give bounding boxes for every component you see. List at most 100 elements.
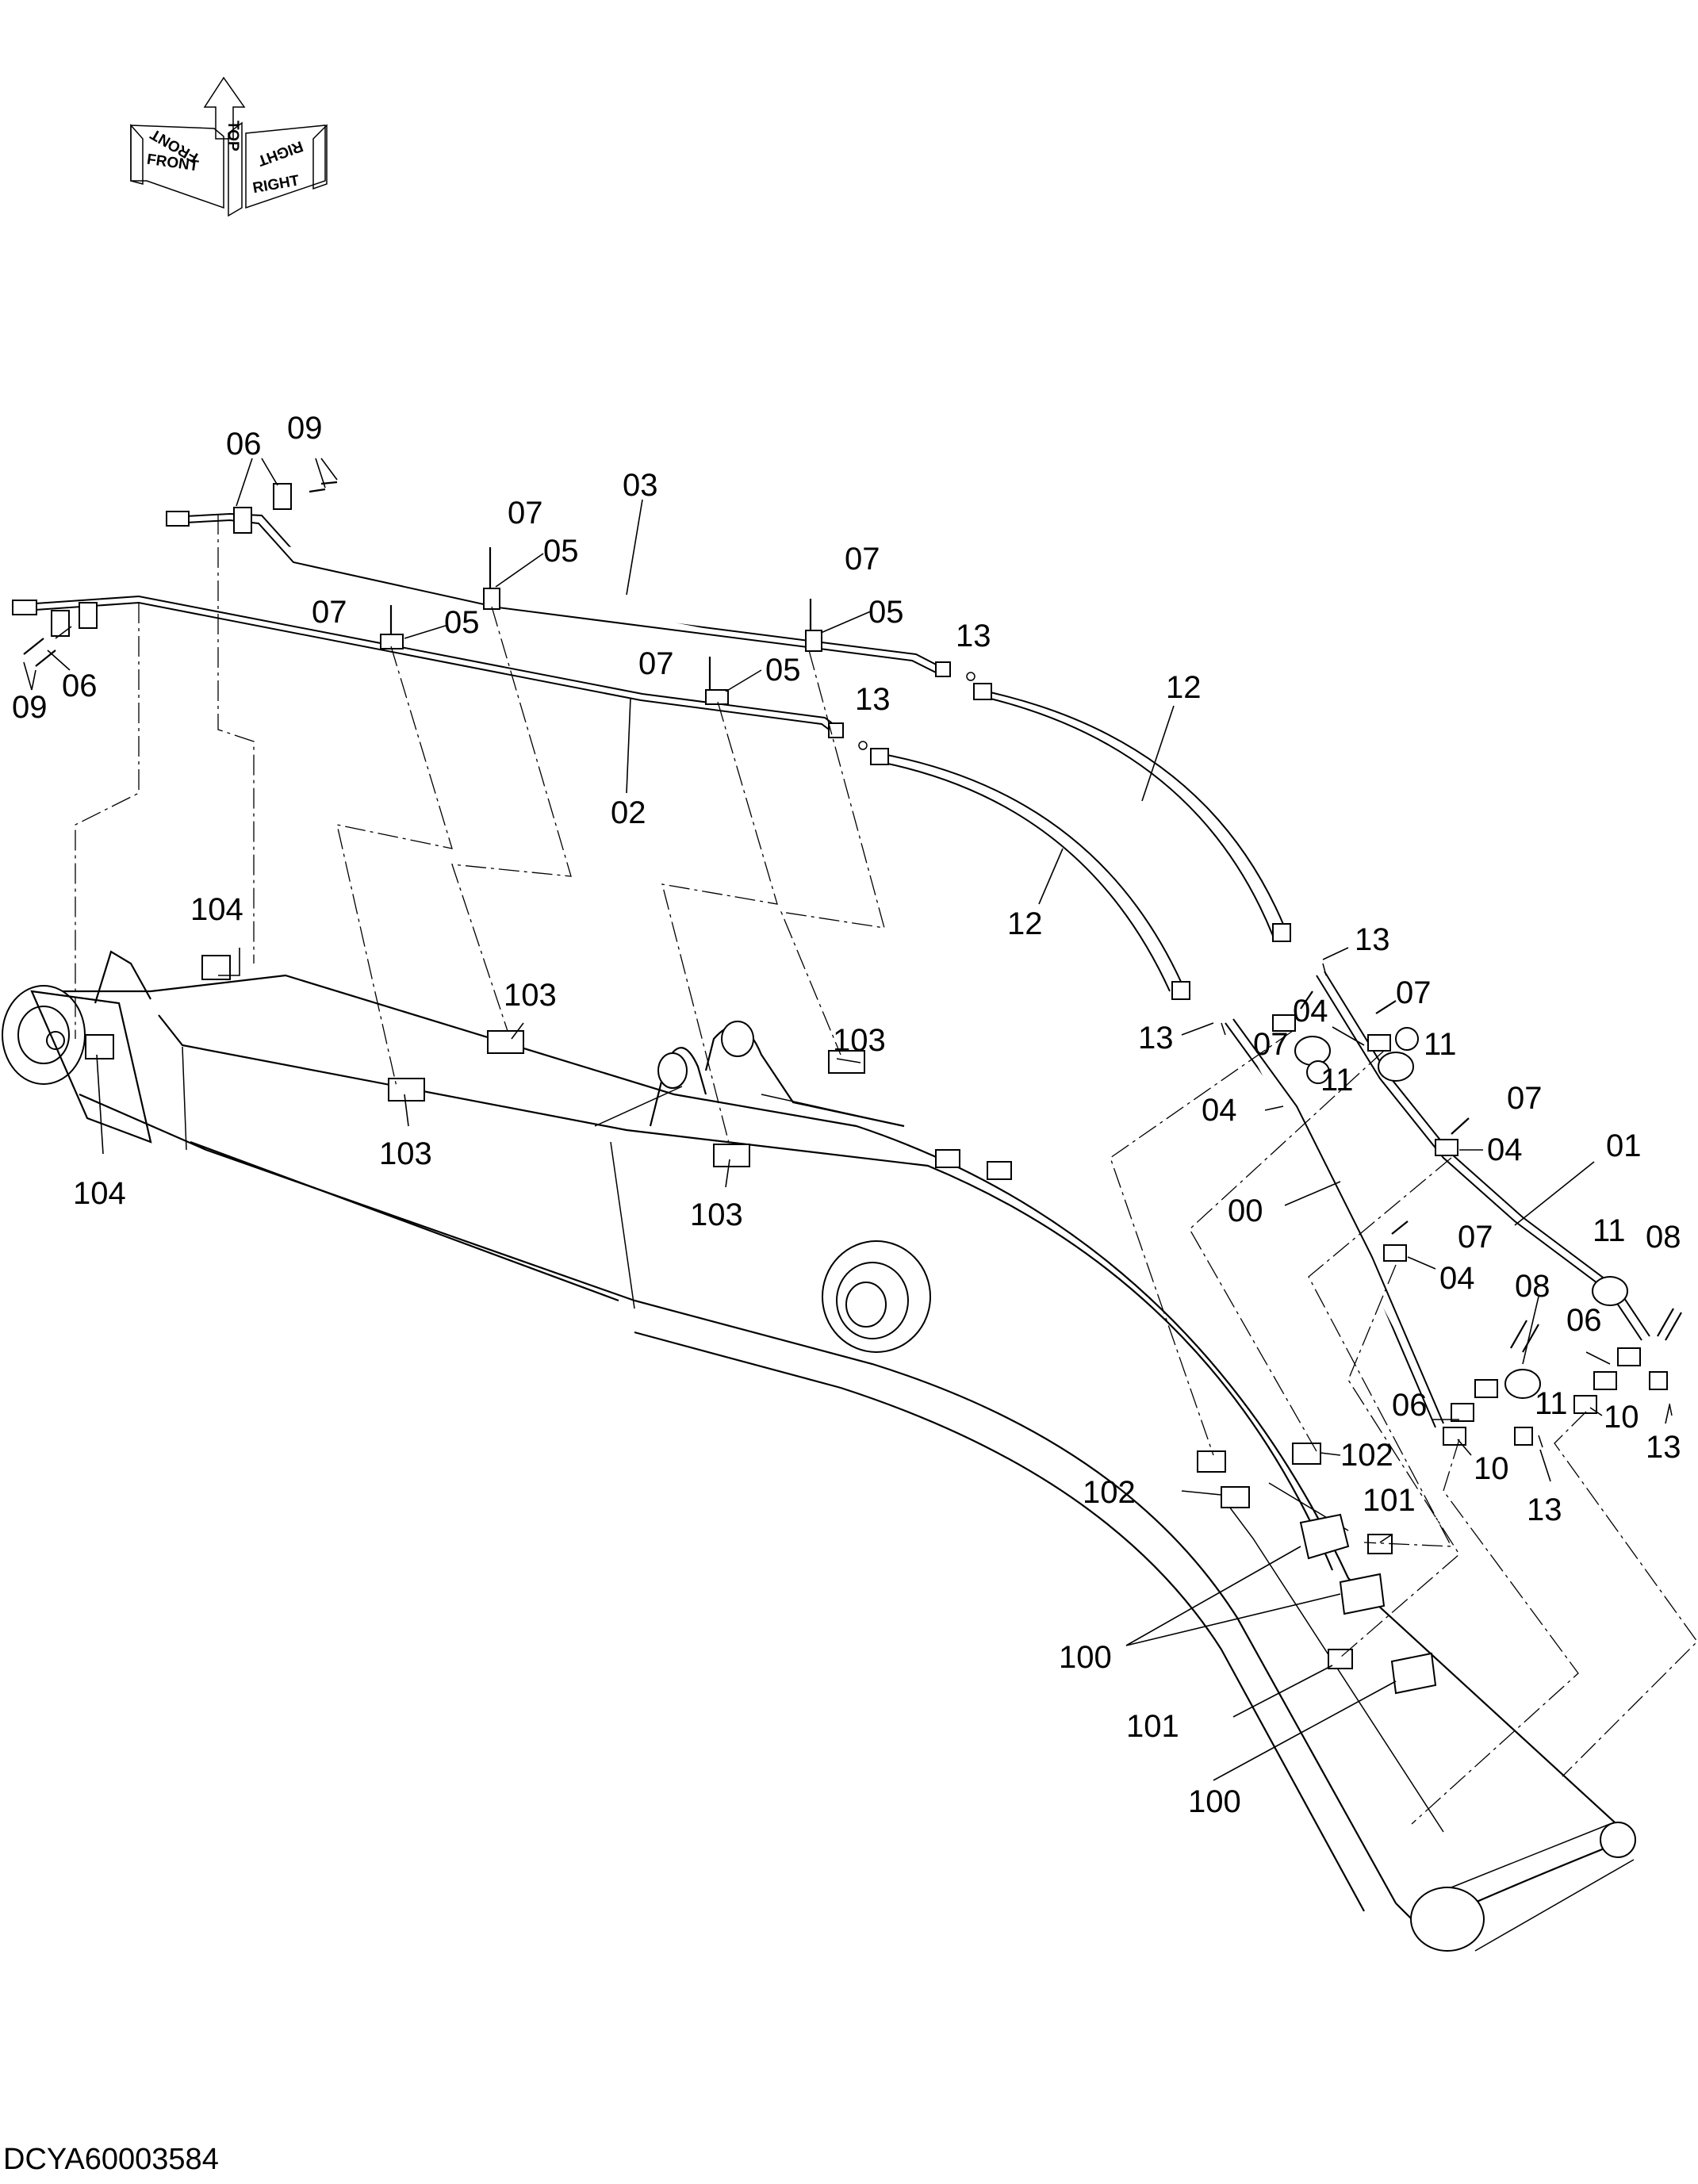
leader-01 — [1514, 1161, 1595, 1226]
callout-103: 103 — [833, 1023, 886, 1058]
leader-103-c — [836, 1058, 861, 1063]
callout-02: 02 — [611, 795, 646, 830]
right-plate — [245, 125, 326, 209]
arm-bracket-pin-a — [657, 1052, 688, 1089]
leader-101-b — [1232, 1665, 1333, 1718]
callout-10: 10 — [1604, 1400, 1639, 1435]
clamp-05-c — [380, 634, 404, 649]
callout-07: 07 — [312, 595, 347, 630]
callout-10: 10 — [1474, 1451, 1509, 1486]
callout-06: 06 — [1566, 1303, 1602, 1338]
pipe-00-outline — [1232, 1018, 1444, 1424]
leader-102-a — [1181, 1490, 1222, 1496]
block-10-b — [1573, 1395, 1597, 1414]
leader-09-a — [315, 458, 338, 489]
direction-indicator: TOP FRONT RIGHT FRONT RIGHT — [130, 76, 328, 217]
callout-13: 13 — [1355, 922, 1390, 957]
right-mirror-label: RIGHT — [255, 137, 305, 169]
leader-102-b — [1320, 1452, 1341, 1456]
bracket-102-a — [1197, 1450, 1226, 1473]
clamp-06-h — [1593, 1371, 1617, 1390]
hose-group — [858, 672, 1291, 1000]
leader-06-c — [1432, 1296, 1539, 1420]
clamp-06-e — [1474, 1379, 1498, 1398]
ref-line-a — [75, 603, 140, 1039]
boom-foot-bracket — [94, 950, 151, 1004]
boom-section-lines — [182, 1046, 635, 1309]
ref-line-h — [1189, 1050, 1385, 1452]
bracket-102-b — [1292, 1443, 1321, 1465]
leader-10-a — [1457, 1439, 1472, 1456]
callout-05: 05 — [444, 605, 480, 640]
top-arrow-icon — [203, 76, 246, 140]
oring-13-a — [966, 672, 975, 681]
callout-08: 08 — [1646, 1220, 1681, 1255]
hose-12-b-top-fitting — [870, 748, 889, 765]
callout-07: 07 — [1396, 975, 1432, 1010]
callout-06: 06 — [226, 427, 262, 462]
ref-line-c — [336, 646, 453, 1087]
leader-05-c — [404, 624, 449, 639]
pipe-01-end-fitting — [1649, 1371, 1668, 1390]
leader-104-a — [218, 948, 240, 976]
callout-103: 103 — [690, 1197, 743, 1232]
leader-13-c — [1181, 1022, 1214, 1036]
bracket-102-c — [1221, 1486, 1250, 1508]
callout-04: 04 — [1202, 1093, 1237, 1128]
callout-13: 13 — [1527, 1492, 1562, 1527]
guard-100-a — [1299, 1513, 1350, 1560]
leader-04-b — [1264, 1105, 1284, 1111]
cylinder-pin — [845, 1282, 887, 1328]
callout-11: 11 — [1593, 1213, 1626, 1248]
callout-09: 09 — [12, 690, 48, 725]
callout-07: 07 — [1458, 1220, 1493, 1255]
bolts-08 — [1510, 1308, 1682, 1353]
boom-tip-detail — [1451, 1823, 1635, 1952]
callout-09: 09 — [287, 411, 323, 446]
ref-line-j — [1340, 1264, 1460, 1658]
callout-08: 08 — [1515, 1269, 1550, 1304]
cap-11-f — [1395, 1027, 1419, 1051]
clamp-06-c — [51, 610, 70, 637]
callout-07: 07 — [845, 542, 880, 577]
clamp-06-f — [1451, 1403, 1474, 1422]
callout-12: 12 — [1007, 906, 1043, 941]
top-label: TOP — [224, 121, 241, 151]
hose-12-a-outline — [987, 697, 1274, 937]
callout-100: 100 — [1188, 1784, 1241, 1819]
callout-07: 07 — [1507, 1081, 1543, 1116]
leader-13-e — [1539, 1449, 1551, 1482]
clamp-06-b — [273, 483, 292, 510]
leader-05-d — [725, 669, 762, 692]
leader-13-d — [1322, 947, 1349, 960]
leader-06-b — [47, 626, 72, 671]
boom-foot-plate — [30, 990, 152, 1144]
leader-10-b — [1589, 1407, 1603, 1416]
leader-103-b — [404, 1094, 409, 1127]
callout-101: 101 — [1363, 1483, 1416, 1518]
orings-13-lower — [1221, 963, 1673, 1448]
clamp-04-c — [1435, 1139, 1458, 1156]
callout-12: 12 — [1166, 670, 1202, 705]
front-arrow-icon — [130, 124, 144, 185]
callout-104: 104 — [73, 1176, 126, 1211]
callout-00: 00 — [1228, 1194, 1263, 1228]
hose-12-b-outline — [883, 762, 1171, 992]
leader-06-d — [1585, 1351, 1611, 1365]
cap-11-a — [1294, 1036, 1331, 1066]
callout-104: 104 — [190, 892, 243, 927]
leader-13-f — [1665, 1404, 1670, 1424]
pipe-03-fitting — [935, 661, 951, 677]
callout-03: 03 — [623, 468, 658, 503]
callout-01: 01 — [1606, 1128, 1642, 1163]
leader-103-a — [511, 1022, 524, 1040]
leader-100-a — [1125, 1546, 1341, 1646]
ref-line-g — [1110, 1030, 1294, 1456]
boom-tip-boss — [1410, 1887, 1485, 1952]
callout-04: 04 — [1293, 994, 1328, 1029]
leader-04-d — [1407, 1256, 1436, 1270]
boom-brackets — [85, 955, 1437, 1695]
cap-11-c — [1592, 1276, 1628, 1306]
drawing-code: DCYA60003584 — [3, 2143, 219, 2176]
callout-labels: 06 09 03 07 05 07 05 07 05 07 05 09 06 0… — [12, 411, 1681, 1819]
